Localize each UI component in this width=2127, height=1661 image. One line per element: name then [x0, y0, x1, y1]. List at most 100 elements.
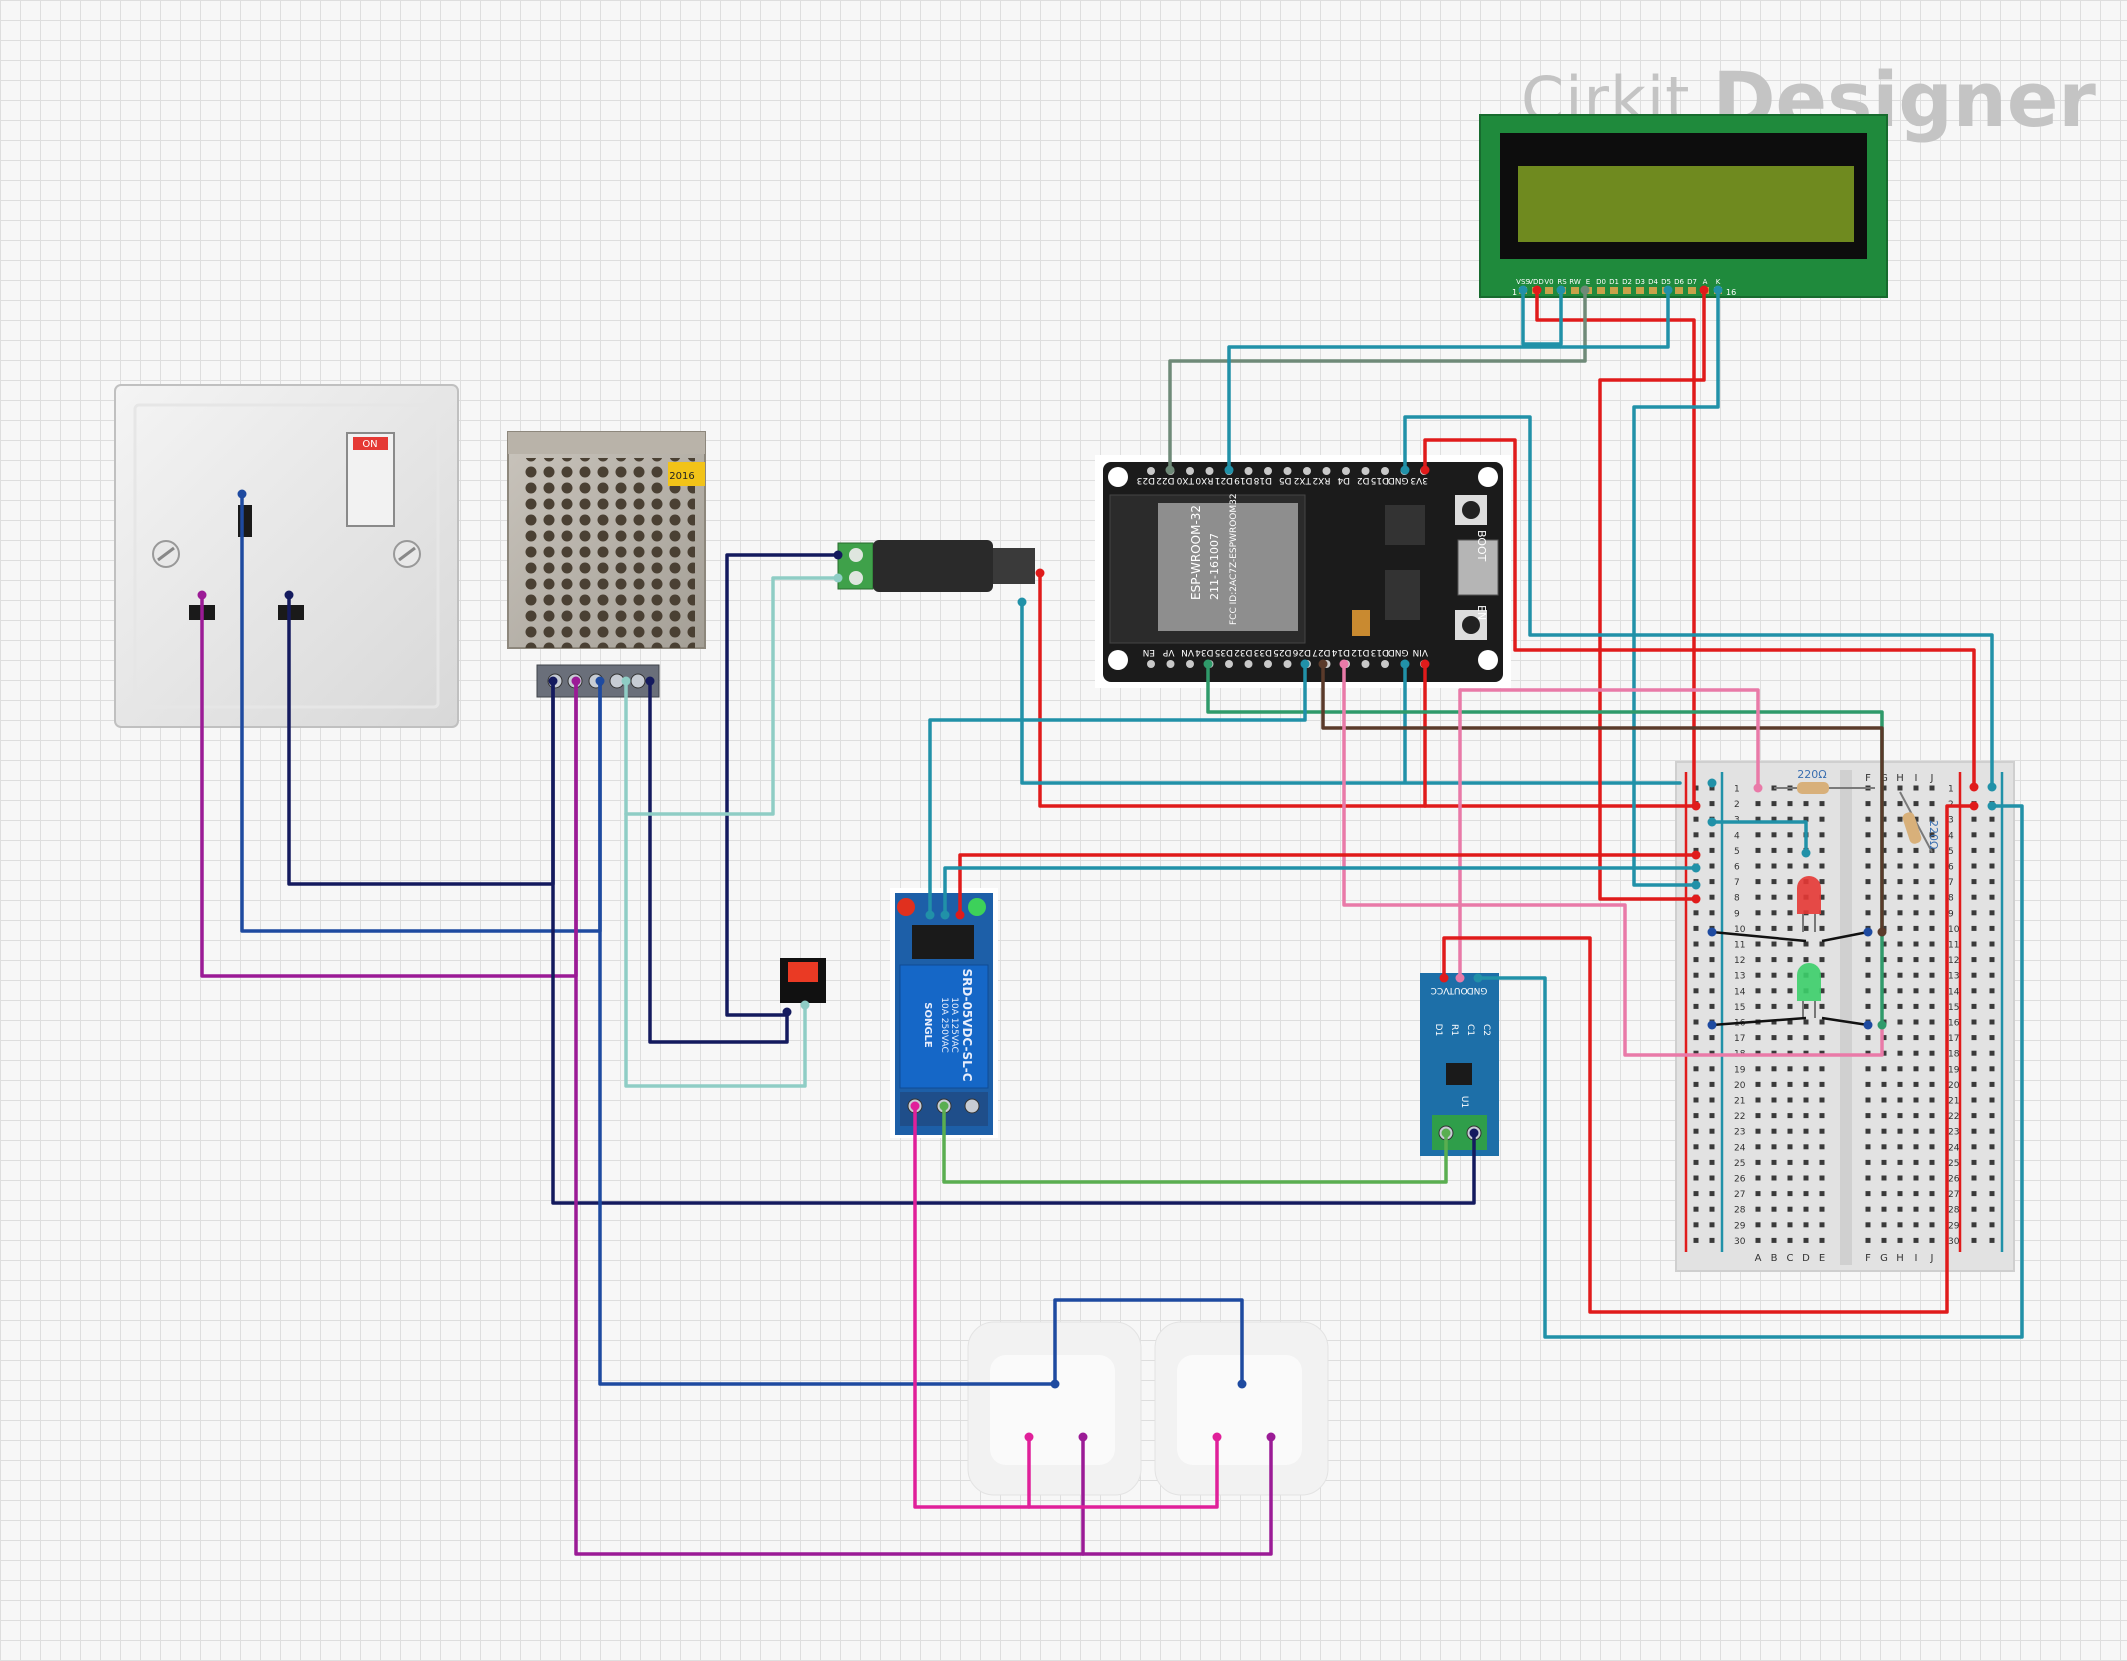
hole-i6[interactable]	[1913, 863, 1919, 869]
wire-endpoint[interactable]	[1441, 1128, 1451, 1138]
esp-top-pin-rx0[interactable]	[1205, 467, 1214, 475]
hole-d17[interactable]	[1803, 1035, 1809, 1041]
wire-endpoint[interactable]	[1266, 1432, 1276, 1442]
hole-c28[interactable]	[1787, 1206, 1793, 1212]
hole-g6[interactable]	[1881, 863, 1887, 869]
hole-c29[interactable]	[1787, 1222, 1793, 1228]
hole-a2[interactable]	[1755, 801, 1761, 807]
hole-f25[interactable]	[1865, 1159, 1871, 1165]
hole-c14[interactable]	[1787, 988, 1793, 994]
hole-f19[interactable]	[1865, 1066, 1871, 1072]
wire-endpoint[interactable]	[1300, 659, 1310, 669]
hole-a26[interactable]	[1755, 1175, 1761, 1181]
rail-hole-0-13[interactable]	[1693, 972, 1699, 978]
wire-esp-d27-brown[interactable]	[1321, 662, 1884, 934]
rail-hole-1-17[interactable]	[1709, 1035, 1715, 1041]
wire-endpoint[interactable]	[1707, 927, 1717, 937]
rail-hole-0-10[interactable]	[1693, 925, 1699, 931]
esp-top-pin-tx0[interactable]	[1186, 467, 1194, 475]
wire-endpoint[interactable]	[1707, 778, 1717, 788]
esp-bottom-pin-d12[interactable]	[1361, 660, 1370, 668]
wire-endpoint[interactable]	[1987, 801, 1997, 811]
en-button[interactable]: EN	[1455, 605, 1488, 640]
resistor-2[interactable]: 220Ω	[1899, 791, 1940, 853]
hole-b17[interactable]	[1771, 1035, 1777, 1041]
hole-j29[interactable]	[1929, 1222, 1935, 1228]
rail-hole-1-22[interactable]	[1709, 1113, 1715, 1119]
hole-a20[interactable]	[1755, 1081, 1761, 1087]
rail-hole-1-12[interactable]	[1709, 957, 1715, 963]
hole-j25[interactable]	[1929, 1159, 1935, 1165]
hole-j7[interactable]	[1929, 879, 1935, 885]
rail-hole-3-30[interactable]	[1989, 1237, 1995, 1243]
wire-endpoint[interactable]	[910, 1101, 920, 1111]
rail-hole-3-9[interactable]	[1989, 910, 1995, 916]
hole-h17[interactable]	[1897, 1035, 1903, 1041]
hole-i1[interactable]	[1913, 785, 1919, 791]
hole-f27[interactable]	[1865, 1191, 1871, 1197]
hole-j13[interactable]	[1929, 972, 1935, 978]
wire-psu-to-outlet-blue[interactable]	[598, 679, 1244, 1386]
hole-f11[interactable]	[1865, 941, 1871, 947]
rail-hole-3-8[interactable]	[1989, 894, 1995, 900]
hole-c7[interactable]	[1787, 879, 1793, 885]
hole-h24[interactable]	[1897, 1144, 1903, 1150]
hole-j10[interactable]	[1929, 925, 1935, 931]
hole-e26[interactable]	[1819, 1175, 1825, 1181]
rail-hole-2-10[interactable]	[1971, 925, 1977, 931]
hole-h28[interactable]	[1897, 1206, 1903, 1212]
rail-hole-1-2[interactable]	[1709, 801, 1715, 807]
rail-hole-2-16[interactable]	[1971, 1019, 1977, 1025]
hole-g27[interactable]	[1881, 1191, 1887, 1197]
hole-g25[interactable]	[1881, 1159, 1887, 1165]
hole-e11[interactable]	[1819, 941, 1825, 947]
wire-endpoint[interactable]	[645, 676, 655, 686]
hole-b10[interactable]	[1771, 925, 1777, 931]
hole-b16[interactable]	[1771, 1019, 1777, 1025]
rail-hole-0-24[interactable]	[1693, 1144, 1699, 1150]
rocker-switch-small[interactable]	[780, 958, 826, 1003]
rail-hole-2-22[interactable]	[1971, 1113, 1977, 1119]
rail-hole-0-21[interactable]	[1693, 1097, 1699, 1103]
rail-hole-1-13[interactable]	[1709, 972, 1715, 978]
hole-h29[interactable]	[1897, 1222, 1903, 1228]
rail-hole-1-23[interactable]	[1709, 1128, 1715, 1134]
hole-b9[interactable]	[1771, 910, 1777, 916]
rail-hole-2-18[interactable]	[1971, 1050, 1977, 1056]
hole-h23[interactable]	[1897, 1128, 1903, 1134]
lcd-pin-rw[interactable]	[1571, 287, 1579, 294]
rail-hole-1-30[interactable]	[1709, 1237, 1715, 1243]
hole-a11[interactable]	[1755, 941, 1761, 947]
hole-b19[interactable]	[1771, 1066, 1777, 1072]
hole-e15[interactable]	[1819, 1003, 1825, 1009]
wire-endpoint[interactable]	[1877, 1020, 1887, 1030]
esp-bottom-pin-d35[interactable]	[1225, 660, 1233, 668]
wire-endpoint[interactable]	[1863, 927, 1873, 937]
rail-hole-2-24[interactable]	[1971, 1144, 1977, 1150]
wire-lcd-rs-grey[interactable]	[1168, 288, 1587, 472]
wire-psu-to-outlet-purple[interactable]	[574, 679, 1085, 1556]
hole-e17[interactable]	[1819, 1035, 1825, 1041]
hole-e9[interactable]	[1819, 910, 1825, 916]
rail-hole-0-28[interactable]	[1693, 1206, 1699, 1212]
rail-hole-2-13[interactable]	[1971, 972, 1977, 978]
hole-a22[interactable]	[1755, 1113, 1761, 1119]
rail-hole-0-11[interactable]	[1693, 941, 1699, 947]
hole-a13[interactable]	[1755, 972, 1761, 978]
hole-d26[interactable]	[1803, 1175, 1809, 1181]
hole-e23[interactable]	[1819, 1128, 1825, 1134]
hole-a9[interactable]	[1755, 910, 1761, 916]
esp-top-pin-d18[interactable]	[1264, 467, 1272, 475]
wire-esp-d25-teal[interactable]	[928, 662, 1307, 917]
wire-endpoint[interactable]	[1969, 782, 1979, 792]
hole-j1[interactable]	[1929, 785, 1935, 791]
hole-h15[interactable]	[1897, 1003, 1903, 1009]
rail-hole-2-12[interactable]	[1971, 957, 1977, 963]
hole-g14[interactable]	[1881, 988, 1887, 994]
hole-d12[interactable]	[1803, 957, 1809, 963]
hole-e8[interactable]	[1819, 894, 1825, 900]
hole-c23[interactable]	[1787, 1128, 1793, 1134]
wire-endpoint[interactable]	[1556, 285, 1566, 295]
hole-j15[interactable]	[1929, 1003, 1935, 1009]
esp-bottom-pin-en[interactable]	[1147, 660, 1155, 668]
